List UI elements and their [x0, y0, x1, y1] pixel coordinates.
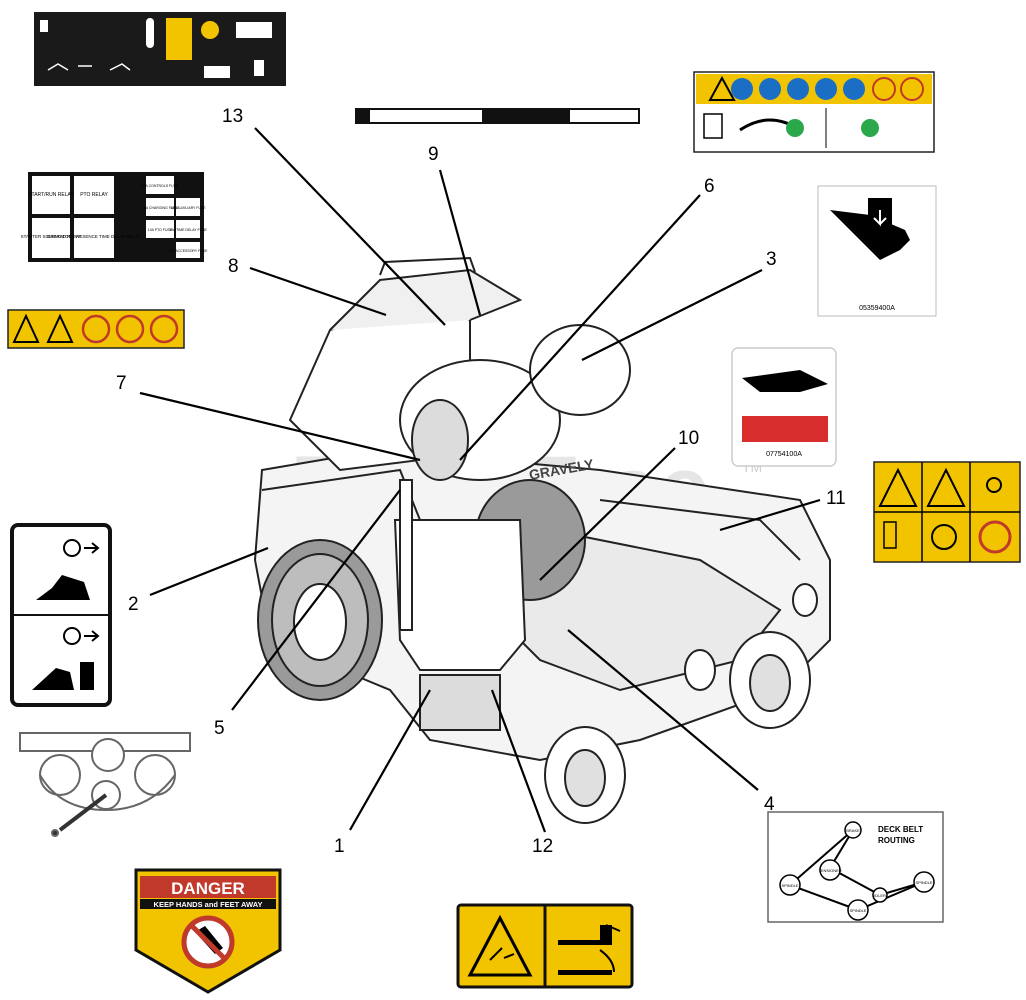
warning-icon	[12, 313, 40, 343]
key-switch-icon	[201, 21, 219, 39]
deck-raise-icon	[558, 925, 612, 945]
leader-10	[539, 447, 676, 581]
mower-illustration: GRAVELY	[253, 256, 831, 824]
fuse-label-3: 10A PTO FUSE	[148, 228, 173, 232]
thrown-object-warning-icon	[467, 914, 533, 977]
mower-operator-icon	[36, 575, 90, 600]
leader-3	[581, 269, 763, 361]
tool-icon	[759, 78, 781, 100]
leader-8	[249, 266, 387, 317]
leader-7	[139, 391, 421, 462]
relay-label-3: OPERATOR PRESENCE TIME DELAY RELAY	[47, 234, 141, 239]
drive-belt-decal	[19, 732, 191, 837]
fuse-label-5: 15A ACCESSORY FUSE	[169, 249, 209, 253]
mower-dismount-icon	[32, 668, 74, 690]
callout-2: 2	[128, 594, 139, 615]
leader-12	[490, 689, 547, 833]
blade-icon	[931, 524, 957, 550]
relay-label-2: STARTER SOLENOID RELAY	[21, 234, 82, 239]
belt-part-4: SPINDLE	[915, 880, 932, 885]
belt-part-1: TENSIONER	[818, 868, 841, 873]
callout-7: 7	[116, 373, 127, 394]
danger-decal: DANGER KEEP HANDS and FEET AWAY	[134, 868, 282, 994]
no-spark-icon	[149, 314, 179, 344]
hot-surface-decal: 07754100A	[731, 347, 837, 467]
belt-title: DECK BELT	[878, 825, 923, 834]
gloves-icon	[815, 78, 837, 100]
leader-11	[719, 498, 821, 532]
callout-13: 13	[222, 106, 243, 127]
hot-code: 07754100A	[766, 451, 802, 458]
fuel-safety-decal	[693, 71, 935, 153]
slope-warning-icon	[926, 467, 966, 507]
callout-5: 5	[214, 718, 225, 739]
no-smoking-icon	[872, 77, 896, 101]
hand-icon	[742, 370, 828, 392]
key-icon	[986, 477, 1002, 493]
relay-label-0: START/RUN RELAY	[28, 192, 74, 198]
fuse-label-0: 15A CONTROLS FUSE	[142, 184, 179, 188]
bystander-icon	[883, 521, 897, 549]
belt-part-3: IDLER	[874, 893, 886, 898]
deck-belt-routing-decal: DECK BELT ROUTING BRAKE TENSIONER SPINDL…	[767, 811, 944, 923]
callout-9: 9	[428, 144, 439, 165]
operator-presence-decal	[10, 523, 112, 707]
no-smoking-icon	[81, 314, 111, 344]
read-manual-icon	[731, 78, 753, 100]
callout-1: 1	[334, 836, 345, 857]
fuse-label-1: 20A CHARGING FUSE	[142, 206, 179, 210]
callout-11: 11	[826, 488, 846, 509]
danger-title: DANGER	[171, 879, 245, 898]
person-icon	[843, 78, 865, 100]
leader-2	[149, 546, 269, 597]
callout-3: 3	[766, 249, 777, 270]
no-foot-icon	[978, 520, 1012, 554]
fuse-label-2: 15A AUXILIARY FUSE	[170, 206, 206, 210]
callout-8: 8	[228, 256, 239, 277]
leader-13	[254, 127, 446, 326]
fire-warning-icon	[46, 313, 74, 343]
no-flame-icon	[900, 77, 924, 101]
fuel-warning-decal	[7, 309, 185, 349]
relay-fuse-decal: START/RUN RELAY PTO RELAY STARTER SOLENO…	[21, 172, 209, 262]
danger-subtitle: KEEP HANDS and FEET AWAY	[154, 900, 263, 909]
crush-hand-icon	[830, 210, 910, 260]
callout-numbers: 1 2 3 4 5 6 7 8 9 10 11 12 13	[116, 106, 846, 857]
strip-decal	[355, 108, 640, 124]
belt-part-5: SPINDLE	[849, 908, 866, 913]
leader-9	[438, 169, 482, 316]
callout-10: 10	[678, 428, 699, 449]
leader-5	[231, 489, 401, 711]
pinch-hazard-decal: 05359400A	[817, 185, 937, 317]
rollover-warning-icon	[878, 467, 918, 507]
relay-label-1: PTO RELAY	[80, 192, 108, 198]
no-flame-icon	[115, 314, 145, 344]
belt-subtitle: ROUTING	[878, 836, 915, 845]
deck-warning-decal	[456, 903, 634, 989]
belt-part-2: SPINDLE	[781, 883, 798, 888]
leader-1	[349, 689, 431, 831]
warning-icon	[708, 75, 736, 101]
callout-12: 12	[532, 836, 553, 857]
deck-lower-icon	[558, 970, 612, 975]
leader-lines	[139, 127, 821, 833]
fuse-label-4: 15A TIME DELAY FUSE	[169, 228, 207, 232]
callout-4: 4	[764, 794, 775, 815]
dashboard-decal	[34, 12, 286, 86]
leader-4	[567, 629, 759, 791]
pinch-code: 05359400A	[859, 305, 895, 312]
callout-6: 6	[704, 176, 715, 197]
leader-6	[459, 194, 701, 461]
slope-warning-decal	[873, 461, 1021, 563]
eye-protection-icon	[787, 78, 809, 100]
belt-part-0: BRAKE	[846, 828, 860, 833]
